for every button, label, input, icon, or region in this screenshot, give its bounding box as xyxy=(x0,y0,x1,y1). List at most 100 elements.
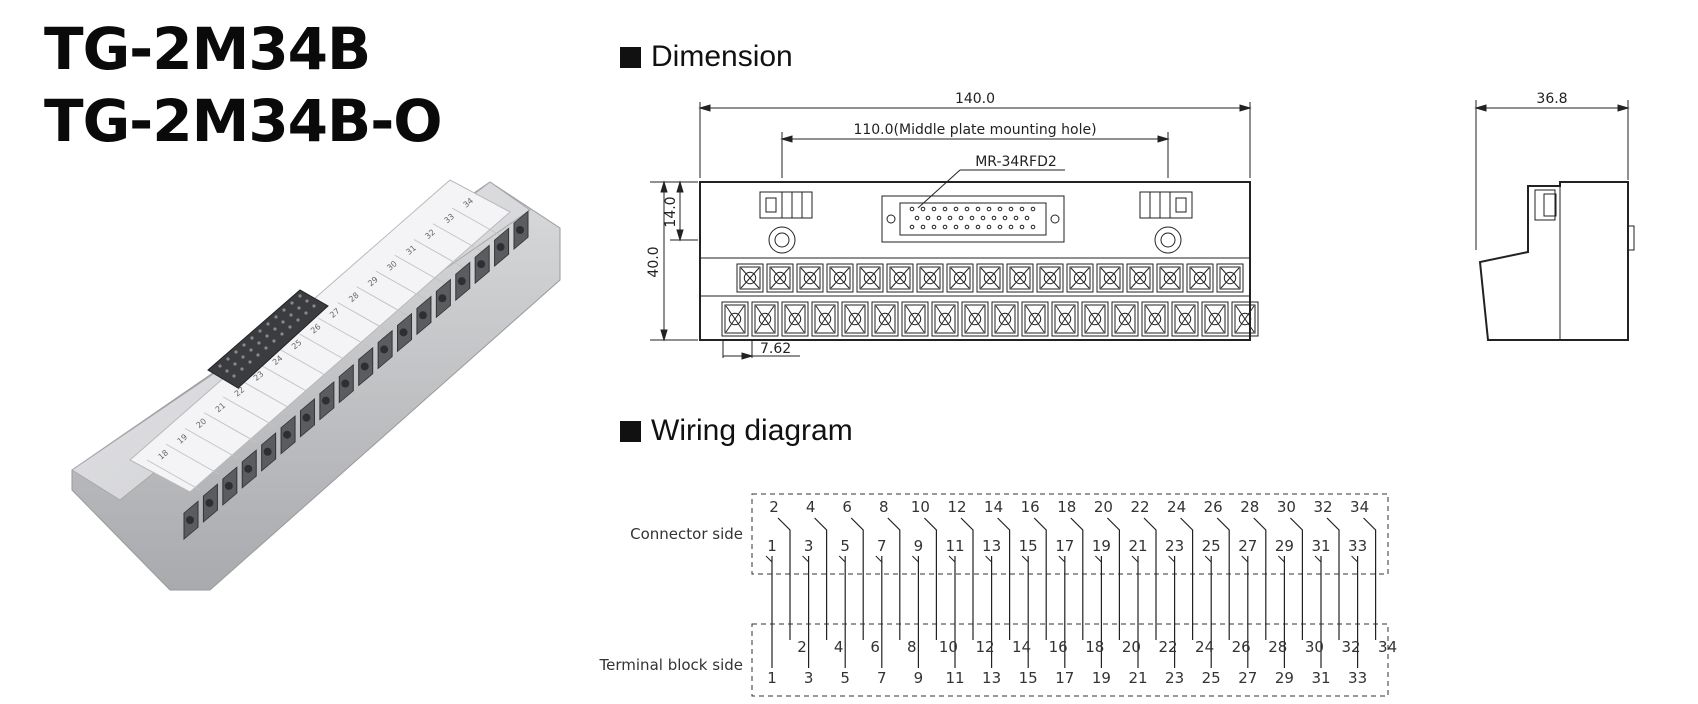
connector-pin xyxy=(936,215,942,221)
wire-even xyxy=(1326,517,1340,640)
photo-connector xyxy=(207,289,329,389)
connector-pin xyxy=(942,224,948,230)
connector-pin-label: 4 xyxy=(806,498,816,516)
right-clip xyxy=(1139,191,1193,219)
cell-divider xyxy=(184,428,239,459)
connector-pin xyxy=(953,224,959,230)
connector-pin-label: 18 xyxy=(1057,498,1076,516)
terminal-label: 1 xyxy=(767,669,777,687)
dim-label-pitch: 7.62 xyxy=(760,341,791,357)
terminal-label: 9 xyxy=(914,669,924,687)
connector-pin xyxy=(1008,206,1014,212)
connector-pin-label: 15 xyxy=(1019,537,1038,555)
terminal-label: 15 xyxy=(1019,669,1038,687)
connector-pin-label: 21 xyxy=(1128,537,1147,555)
wire-even xyxy=(1106,517,1121,640)
connector-pin xyxy=(975,206,981,212)
connector-pin xyxy=(1013,215,1019,221)
photo-screw xyxy=(261,432,277,472)
terminal-block xyxy=(1081,301,1109,337)
photo-screw xyxy=(358,346,374,387)
wire-even xyxy=(960,517,974,640)
connector-pin xyxy=(1024,215,1030,221)
wire-lead xyxy=(875,555,883,563)
connector-pin-label: 8 xyxy=(879,498,889,516)
wire-lead xyxy=(838,555,846,563)
connector-pin-label: 27 xyxy=(1238,537,1257,555)
terminal-block xyxy=(1066,263,1094,293)
photo-pin xyxy=(272,339,276,343)
wire-even xyxy=(777,517,791,640)
photo-pin xyxy=(250,336,254,340)
connector-pin xyxy=(909,206,915,212)
connector-pin-label: 24 xyxy=(1167,498,1186,516)
connector-pin-label: 20 xyxy=(1094,498,1113,516)
wire-even xyxy=(997,517,1011,640)
photo-pin xyxy=(242,343,246,347)
terminal-block xyxy=(1201,301,1229,337)
photo-screw xyxy=(377,329,393,370)
connector-pins xyxy=(909,206,1036,230)
cell-divider xyxy=(318,317,372,349)
terminal-block xyxy=(1021,301,1049,337)
connector-pin xyxy=(980,215,986,221)
dim-label-depth: 36.8 xyxy=(1536,91,1567,107)
terminal-label: 14 xyxy=(1012,638,1031,656)
connector-pin-label: 5 xyxy=(840,537,850,555)
photo-pin xyxy=(296,318,300,322)
connector-pin-label: 13 xyxy=(982,537,1001,555)
photo-screw xyxy=(338,363,354,404)
cell-divider xyxy=(203,412,258,444)
terminal-label: 27 xyxy=(1238,669,1257,687)
connector-pin xyxy=(947,215,953,221)
wire-even xyxy=(1070,517,1084,640)
connector-pin-label: 31 xyxy=(1311,537,1330,555)
photo-pin xyxy=(226,357,230,361)
wire-lead xyxy=(1131,555,1139,563)
wire-lead xyxy=(912,555,919,563)
photo-pin xyxy=(266,322,270,326)
connector-pin xyxy=(914,215,920,221)
photo-pin xyxy=(264,346,268,350)
photo-pin xyxy=(312,304,316,308)
wire-lead xyxy=(1314,555,1322,563)
terminal-label: 33 xyxy=(1348,669,1367,687)
wire-lead xyxy=(1278,555,1285,563)
terminal-label: 10 xyxy=(939,638,958,656)
connector-pin xyxy=(991,215,997,221)
cell-divider xyxy=(242,380,296,412)
connector-pin-label: 11 xyxy=(945,537,964,555)
terminal-block xyxy=(976,263,1004,293)
terminal-label: 11 xyxy=(945,669,964,687)
wire-even xyxy=(1143,517,1157,640)
connector-pin-label: 14 xyxy=(984,498,1003,516)
terminal-label: 34 xyxy=(1378,638,1397,656)
wire-even xyxy=(1253,517,1267,640)
connector-pin-label: 3 xyxy=(804,537,814,555)
terminal-label: 26 xyxy=(1232,638,1251,656)
terminal-label: 8 xyxy=(907,638,917,656)
connector-pin xyxy=(953,206,959,212)
connector-pin xyxy=(920,224,926,230)
wiring-lines xyxy=(765,517,1377,668)
photo-screw xyxy=(455,261,471,302)
terminal-block xyxy=(931,301,959,337)
terminal-block xyxy=(811,301,839,337)
cell-divider xyxy=(299,333,353,365)
connector-pin xyxy=(1008,224,1014,230)
terminal-block xyxy=(1096,263,1124,293)
photo-pin xyxy=(297,306,301,310)
photo-pin xyxy=(280,332,284,336)
connector-model-label: MR-34RFD2 xyxy=(975,154,1057,170)
connector-pin xyxy=(997,224,1003,230)
photo-pin xyxy=(248,360,252,364)
terminal-block xyxy=(1006,263,1034,293)
wire-lead xyxy=(1058,555,1066,563)
dim-label-mounting-hole: 110.0(Middle plate mounting hole) xyxy=(853,122,1096,138)
wire-even xyxy=(1180,517,1194,640)
photo-screw xyxy=(435,278,451,319)
wiring-heading-text: Wiring diagram xyxy=(651,414,853,447)
wire-even xyxy=(814,517,828,640)
